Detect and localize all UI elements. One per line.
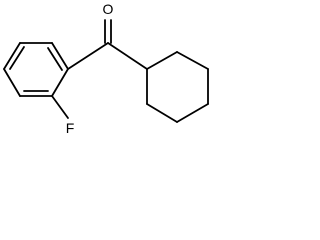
ring-bond (176, 103, 209, 123)
carbon-fluorine-bond (51, 95, 69, 119)
ring-bond (146, 51, 178, 70)
ring-bond (51, 68, 69, 97)
ring-bond (146, 103, 178, 123)
molecule-canvas: O F (0, 0, 216, 138)
fluorine-atom-label: F (66, 120, 75, 136)
aryl-carbonyl-bond (67, 42, 109, 70)
oxygen-atom-label: O (103, 1, 114, 17)
ring-bond (176, 51, 209, 70)
ring-bond (3, 42, 21, 70)
benzene-ring (3, 42, 69, 97)
ring-bond (3, 68, 21, 97)
ring-double-bond (9, 46, 25, 70)
carbonyl-cyclohexyl-bond (107, 42, 148, 70)
carbonyl-group (67, 19, 148, 70)
ring-bond (51, 42, 69, 70)
cyclohexane-ring (146, 51, 209, 123)
structure-diagram: O F (3, 1, 209, 136)
ring-double-bond (47, 47, 63, 71)
